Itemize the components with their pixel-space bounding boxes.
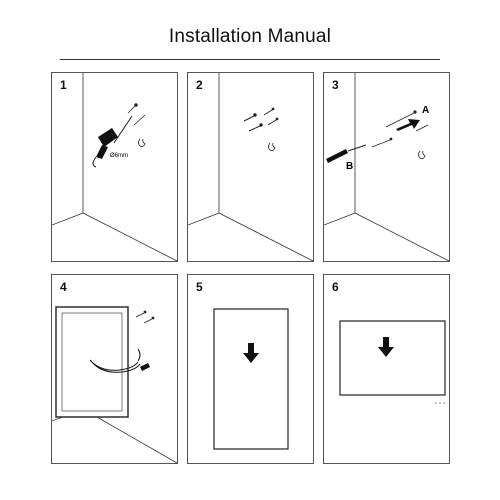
label-a: A: [422, 105, 429, 116]
hook-icon: [415, 124, 429, 160]
drill-icon: [92, 115, 133, 168]
step-3-illustration: B A: [324, 73, 449, 261]
step-5-number: 5: [196, 280, 203, 294]
step-3-number: 3: [332, 78, 339, 92]
step-5-illustration: [213, 308, 289, 450]
screw-icon: [127, 103, 138, 114]
wall-anchor-icon: [133, 114, 146, 148]
step-1-panel: 1 Ø6mm: [51, 72, 178, 262]
floor-left-line: [52, 212, 84, 226]
mirror-back-frame: [55, 306, 129, 418]
screwdriver-icon: [326, 144, 367, 163]
step-6-number: 6: [332, 280, 339, 294]
step-2-panel: 2: [187, 72, 314, 262]
step-1-number: 1: [60, 78, 67, 92]
step-4-panel: 4: [51, 274, 178, 464]
step-4-illustration: [52, 306, 177, 463]
mirror-portrait: [213, 308, 289, 450]
screw-icon: [263, 107, 279, 126]
screw-icon: [135, 310, 155, 324]
mark-dots: [435, 402, 445, 404]
step-4-number: 4: [60, 280, 67, 294]
step-6-panel: 6: [323, 274, 450, 464]
step-1-illustration: Ø6mm: [52, 73, 177, 261]
page-title: Installation Manual: [168, 26, 332, 47]
arrow-icon: [396, 119, 420, 131]
down-arrow-icon: [243, 343, 259, 363]
floor-right-line: [82, 212, 177, 261]
drill-size-label: Ø6mm: [110, 153, 128, 159]
mirror-landscape: [339, 320, 446, 396]
title-underline: [60, 59, 440, 60]
step-2-number: 2: [196, 78, 203, 92]
hook-icon: [268, 142, 276, 152]
down-arrow-icon: [378, 337, 394, 357]
wall-anchor-icon: [243, 113, 263, 132]
cable-icon: [89, 348, 141, 373]
step-5-panel: 5: [187, 274, 314, 464]
screw-icon: [371, 110, 417, 148]
step-3-panel: 3 B A: [323, 72, 450, 262]
plug-icon: [140, 363, 150, 371]
step-2-illustration: [188, 73, 313, 261]
step-6-illustration: [339, 320, 446, 404]
label-b: B: [346, 161, 353, 172]
